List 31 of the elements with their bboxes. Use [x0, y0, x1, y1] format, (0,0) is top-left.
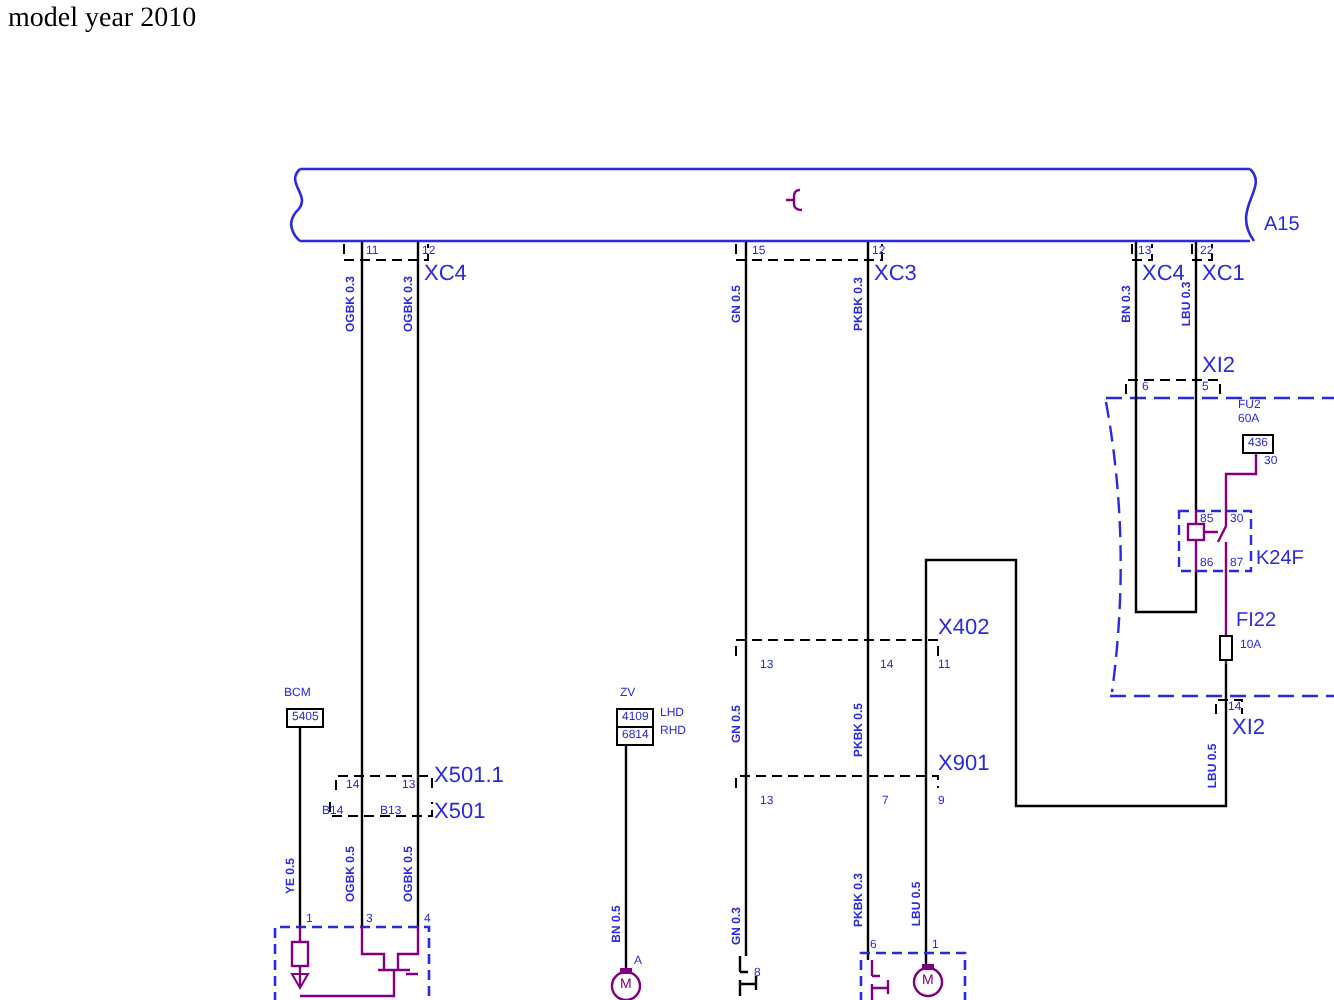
- connector-label: XI2: [1232, 718, 1266, 740]
- connector-label: X501.1: [434, 766, 504, 788]
- connector-label: X402: [938, 618, 990, 640]
- motor-symbol: [610, 968, 644, 1000]
- connector-label: XC4: [424, 264, 467, 286]
- connector-label: X501: [434, 802, 486, 824]
- wire: [624, 744, 628, 968]
- wire: [360, 242, 364, 926]
- connector-label: X901: [938, 754, 990, 776]
- wire: [298, 726, 302, 926]
- wire: [1224, 572, 1228, 612]
- wire: [1134, 242, 1198, 614]
- component-box: [274, 926, 430, 1000]
- connector-label: XC4: [1142, 264, 1185, 286]
- component-box: [860, 952, 966, 1000]
- wire: [866, 242, 870, 960]
- component-label: A15: [1264, 216, 1300, 236]
- connector-label: XC1: [1202, 264, 1245, 286]
- component-label: K24F: [1256, 550, 1304, 570]
- wire: [744, 242, 748, 956]
- connector-label: XC3: [874, 264, 917, 286]
- connector-label: XI2: [1202, 356, 1236, 378]
- wire: [1194, 242, 1198, 510]
- wire: [924, 558, 1228, 964]
- component-label: FI22: [1236, 612, 1277, 632]
- wire: [416, 242, 420, 926]
- wire: [1224, 452, 1258, 510]
- diagram-title: model year 2010: [8, 6, 197, 34]
- motor-symbol: [912, 964, 944, 1000]
- fuse-block: [280, 688, 324, 726]
- fuse-block: [1234, 400, 1278, 452]
